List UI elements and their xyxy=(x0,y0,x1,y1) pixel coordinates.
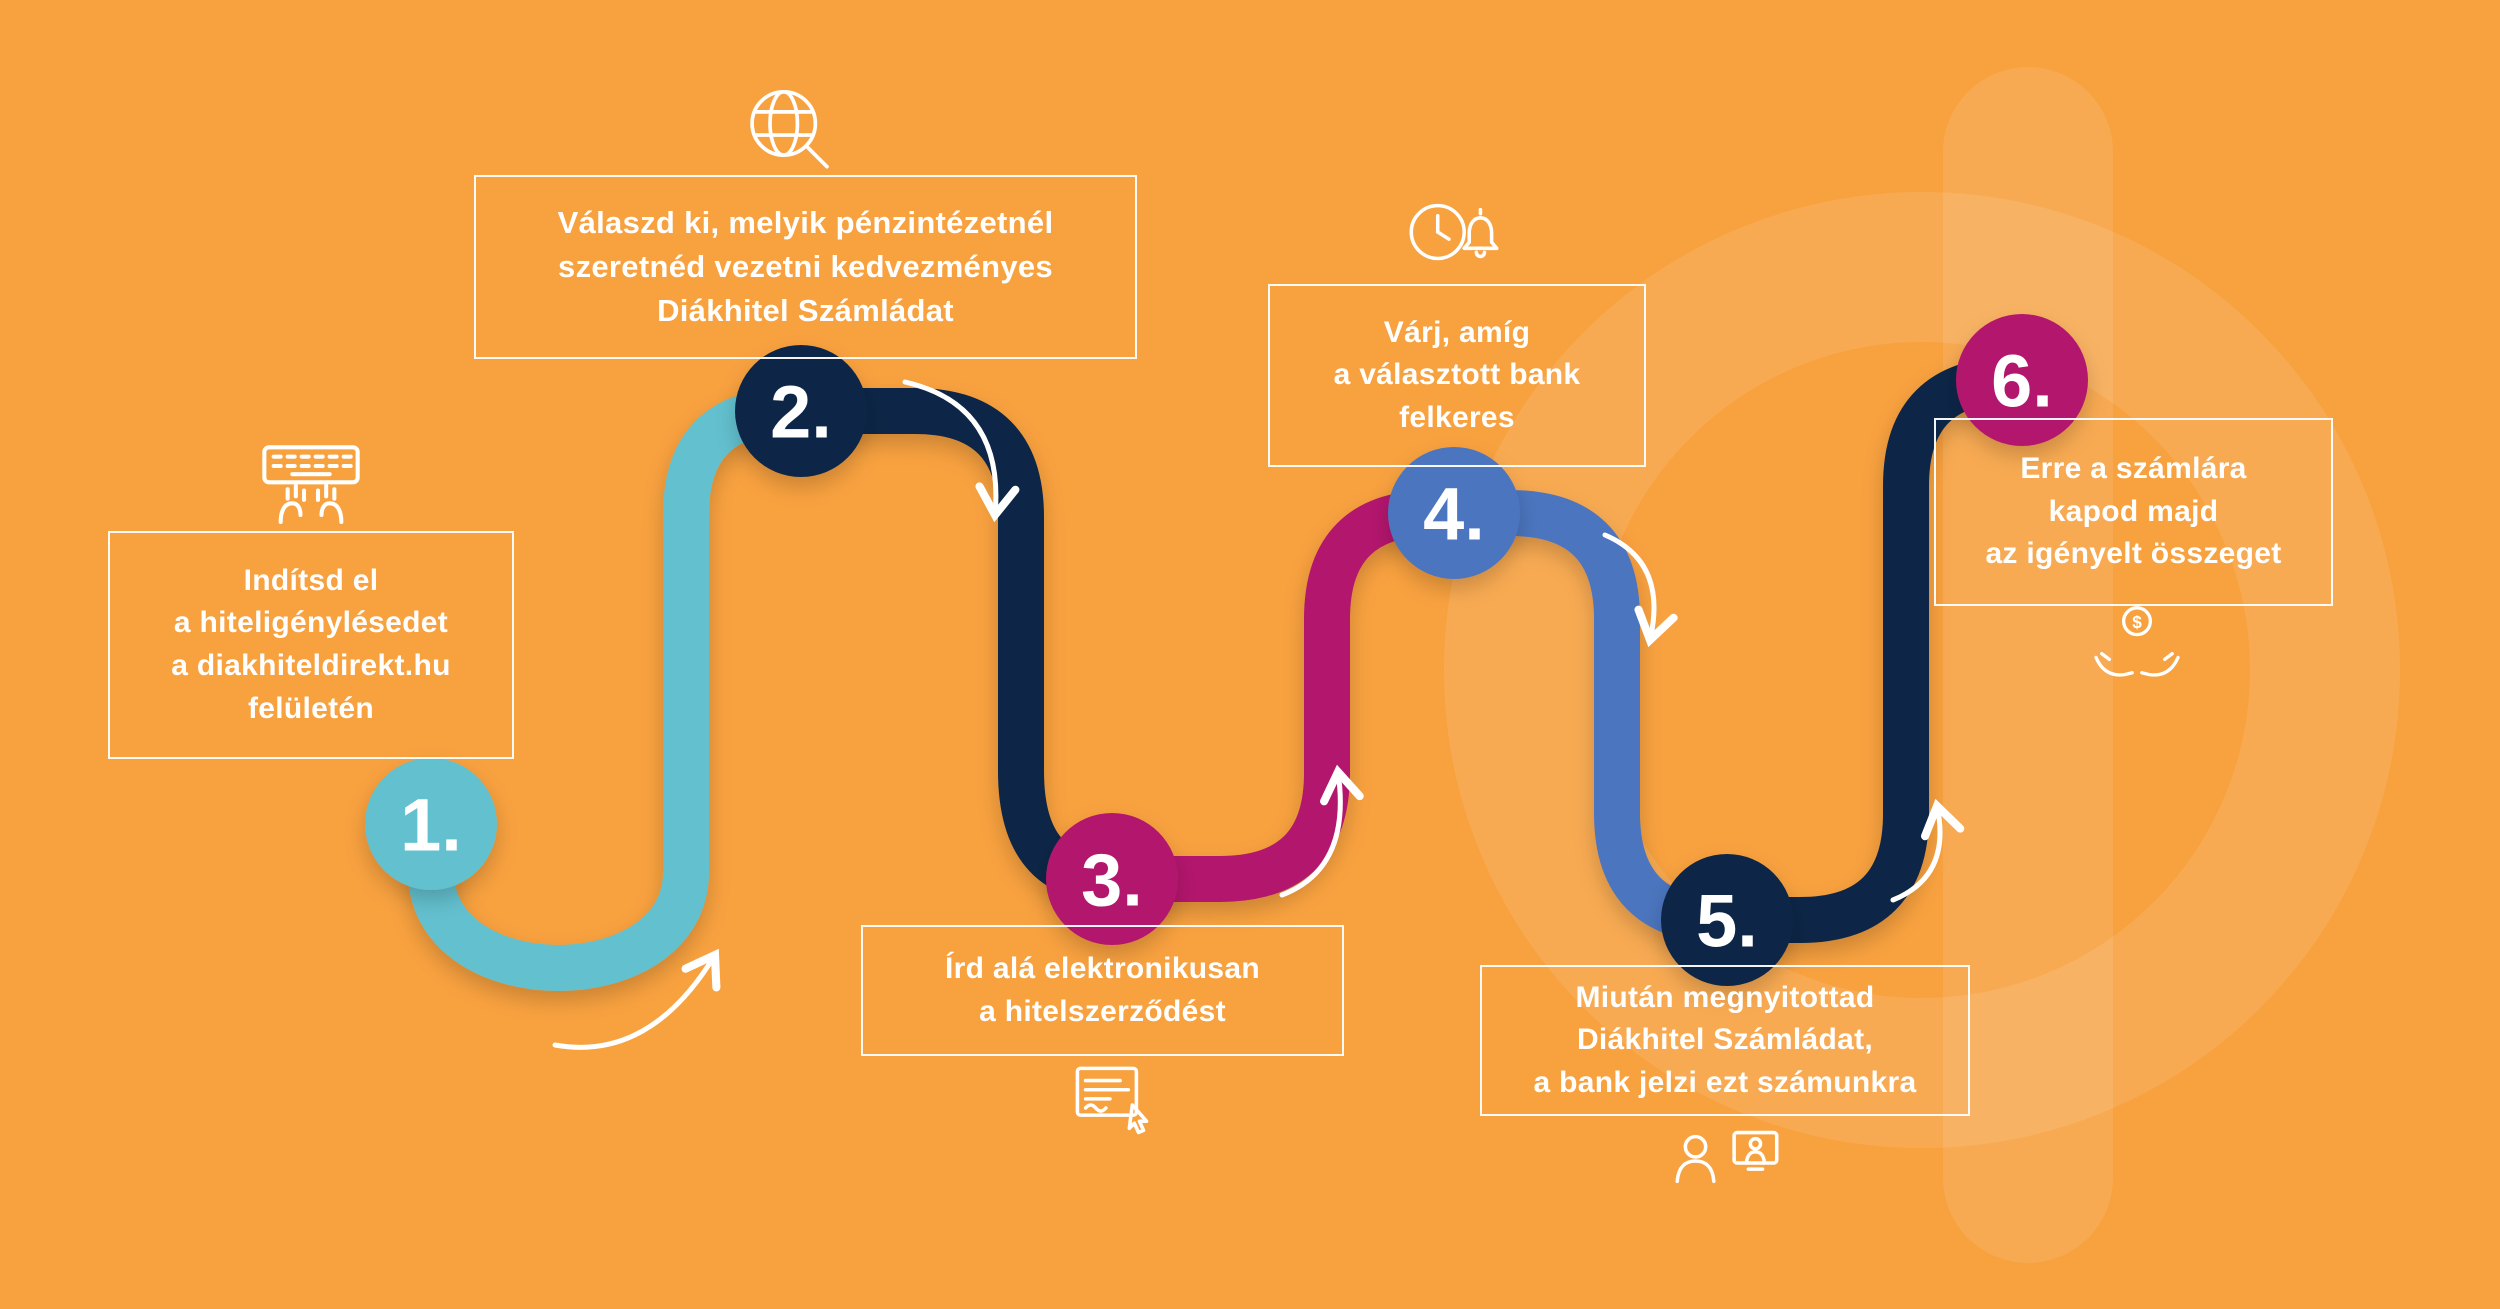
step-5-label-box: Miután megnyitottad Diákhitel Számládat,… xyxy=(1480,965,1970,1116)
step-2-line: Diákhitel Számládat xyxy=(657,293,954,328)
step-1-circle xyxy=(365,758,497,890)
step-6-line: az igényelt összeget xyxy=(1985,537,2282,571)
step-2-circle xyxy=(735,345,867,477)
globe-search-icon xyxy=(750,89,829,169)
route-segment-2-3 xyxy=(778,388,1135,902)
step-4-number: 4. xyxy=(1423,473,1485,556)
step-3-line: a hitelszerződést xyxy=(979,994,1226,1028)
step-2-line: szeretnéd vezetni kedvezményes xyxy=(558,248,1053,284)
money-hands-icon: $ xyxy=(2094,606,2180,677)
watermark-bar xyxy=(1943,67,2113,1263)
step-6-number: 6. xyxy=(1991,340,2053,423)
step-1-line: felületén xyxy=(247,691,375,725)
step-1-label-box: Indítsd el a hiteligénylésedet a diakhit… xyxy=(108,531,514,759)
arrow-after-step-4 xyxy=(1602,532,1678,648)
arrow-after-step-5 xyxy=(1890,798,1965,903)
arrow-after-step-1 xyxy=(552,948,721,1050)
step-1-line: a hiteligénylésedet xyxy=(173,606,449,640)
step-3-circle xyxy=(1046,813,1178,945)
step-5-number: 5. xyxy=(1696,880,1758,963)
step-3-number: 3. xyxy=(1081,839,1143,922)
arrow-after-step-2 xyxy=(902,379,1020,523)
step-4-line: Várj, amíg xyxy=(1383,315,1531,349)
step-3-line: Írd alá elektronikusan xyxy=(944,951,1261,985)
step-1-line: a diakhiteldirekt.hu xyxy=(171,649,451,682)
step-5-line: Miután megnyitottad xyxy=(1575,980,1875,1014)
step-2-label-box: Válaszd ki, melyik pénzintézetnél szeret… xyxy=(474,175,1137,359)
step-6-line: Erre a számlára xyxy=(2020,452,2247,486)
step-4-line: a választott bank xyxy=(1333,358,1581,392)
step-1-number: 1. xyxy=(400,784,462,867)
step-5-circle xyxy=(1661,854,1793,986)
step-6-line: kapod majd xyxy=(2048,494,2219,528)
step-5-line: a bank jelzi ezt számunkra xyxy=(1533,1065,1917,1099)
video-call-icon xyxy=(1675,1130,1779,1184)
dollar-glyph: $ xyxy=(2132,612,2142,632)
step-2-line: Válaszd ki, melyik pénzintézetnél xyxy=(557,204,1054,240)
contract-sign-icon xyxy=(1075,1066,1149,1135)
route-segment-1-2 xyxy=(408,388,824,991)
step-3-label-box: Írd alá elektronikusan a hitelszerződést xyxy=(861,925,1344,1056)
step-6-label-box: Erre a számlára kapod majd az igényelt ö… xyxy=(1934,418,2333,606)
route-segment-3-4 xyxy=(1089,490,1477,902)
step-2-number: 2. xyxy=(770,371,832,454)
route-segment-4-5 xyxy=(1431,490,1750,943)
step-4-line: felkeres xyxy=(1399,400,1515,434)
arrow-after-step-3 xyxy=(1279,764,1364,898)
step-4-label-box: Várj, amíg a választott bank felkeres xyxy=(1268,284,1646,467)
clock-bell-icon xyxy=(1409,203,1499,261)
step-1-line: Indítsd el xyxy=(243,563,379,597)
keyboard-typing-icon xyxy=(262,445,360,525)
step-6-circle xyxy=(1956,314,2088,446)
step-5-line: Diákhitel Számládat, xyxy=(1576,1023,1874,1057)
step-4-circle xyxy=(1388,447,1520,579)
